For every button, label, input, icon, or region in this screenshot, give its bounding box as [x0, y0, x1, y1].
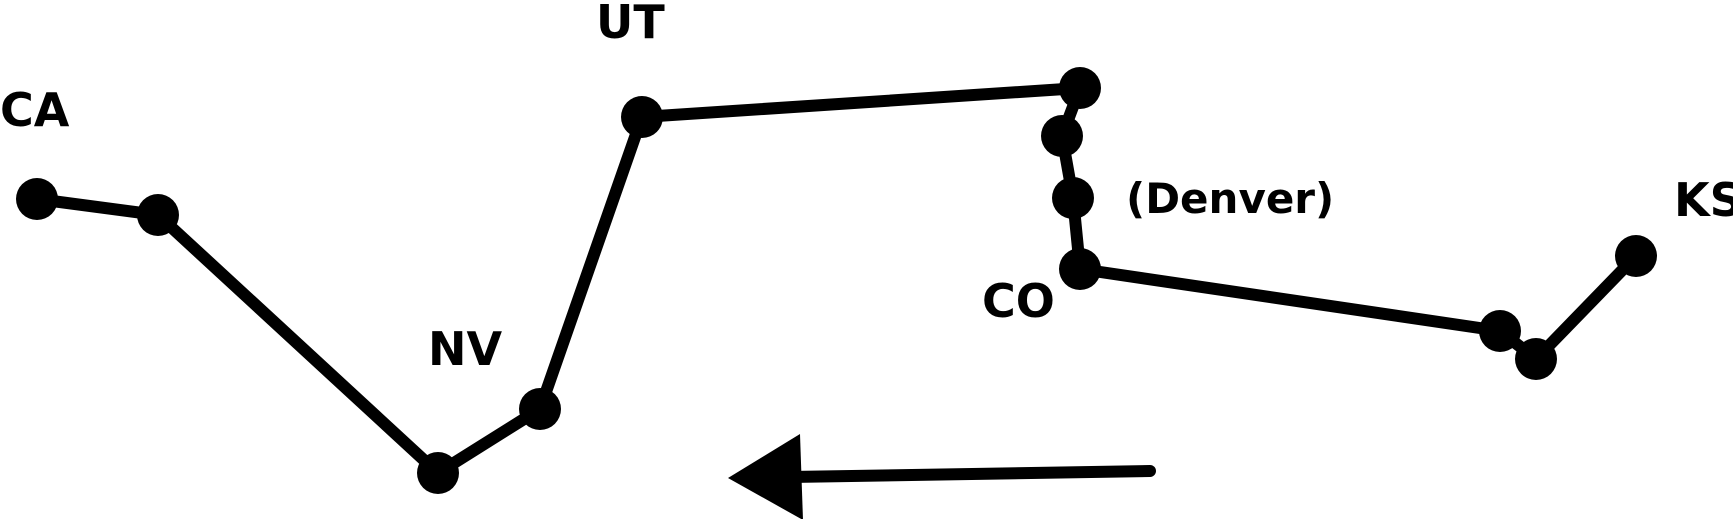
route-line — [31, 82, 1642, 479]
label-co: CO — [982, 274, 1055, 328]
stop-dot-ca-1 — [16, 178, 58, 220]
stop-dot-co-3 — [1059, 248, 1101, 290]
stop-dot-ut — [621, 96, 663, 138]
label-ks: KS — [1674, 173, 1733, 227]
arrow-left-icon — [728, 434, 1156, 519]
stop-dot-nv-1 — [417, 452, 459, 494]
stop-dot-co-1 — [1059, 67, 1101, 109]
arrow-head — [728, 434, 803, 519]
stop-dot-ks-2 — [1515, 338, 1557, 380]
stop-dot-ks-3 — [1615, 235, 1657, 277]
label-denver: (Denver) — [1126, 174, 1334, 223]
label-nv: NV — [428, 322, 502, 376]
arrow-shaft — [784, 465, 1156, 483]
route-stops — [16, 67, 1657, 494]
stop-dot-nv-2 — [519, 388, 561, 430]
stop-dot-co-2 — [1041, 115, 1083, 157]
stop-dot-ca-2 — [137, 194, 179, 236]
stop-dot-ks-1 — [1479, 310, 1521, 352]
label-ut: UT — [596, 0, 665, 49]
route-path — [31, 82, 1642, 479]
stop-dot-denver — [1052, 177, 1094, 219]
label-ca: CA — [0, 83, 70, 137]
